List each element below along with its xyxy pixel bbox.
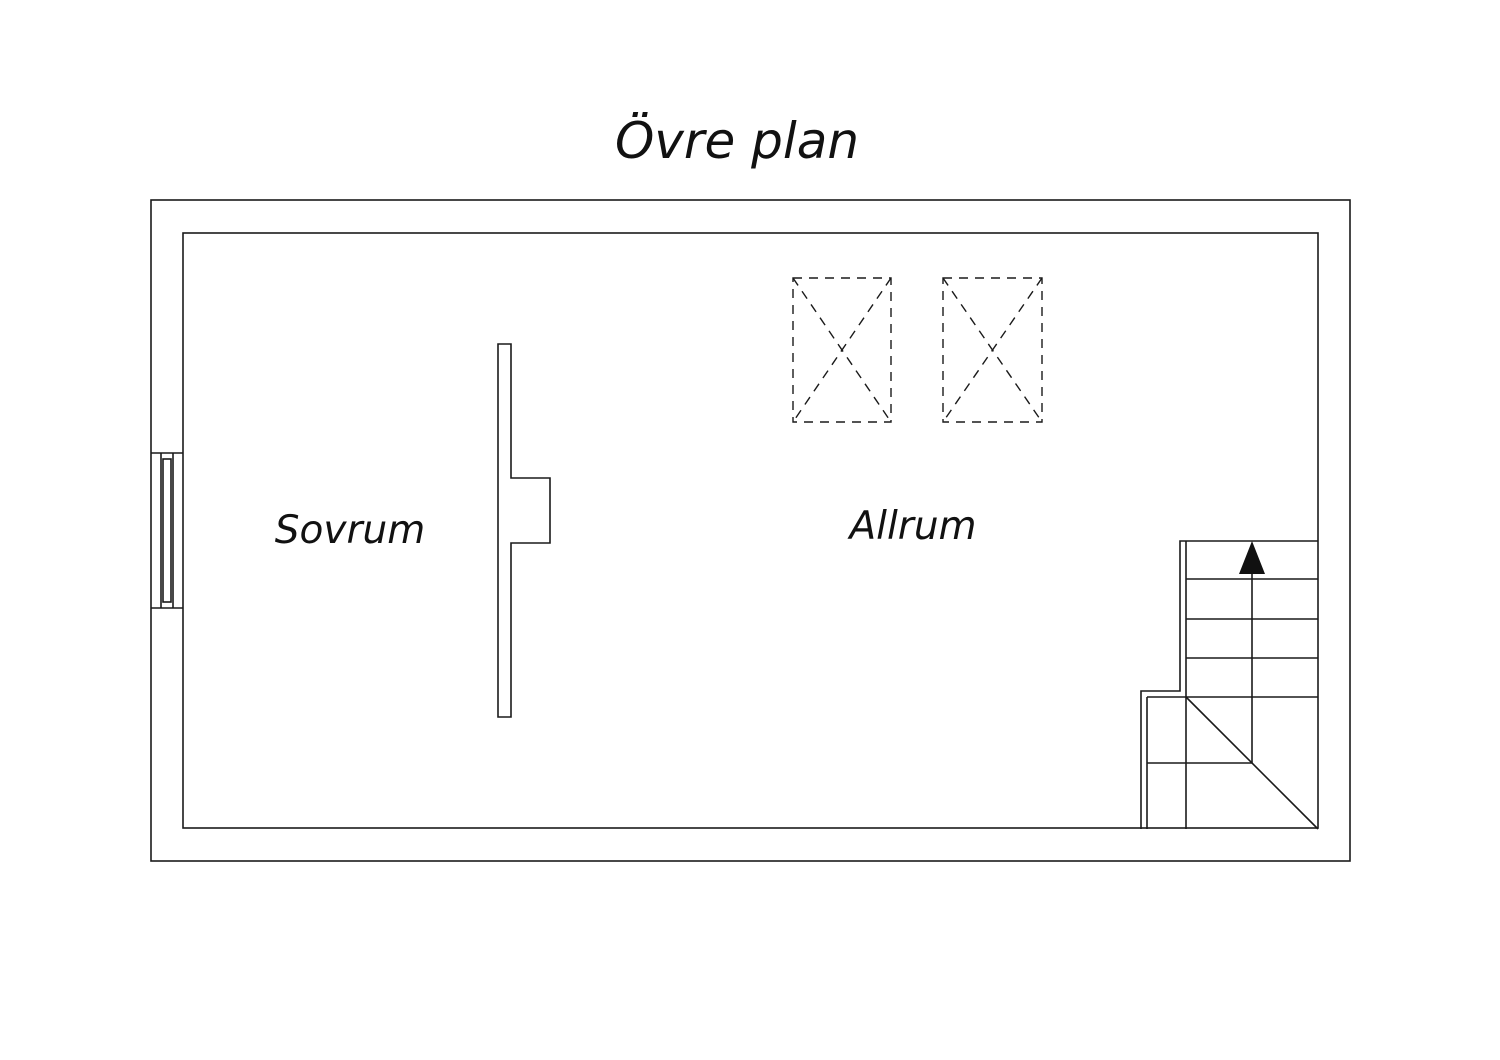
walls [150,199,1351,862]
skylight-icon [942,277,1043,423]
chimney-wall-icon [497,343,551,718]
window-icon [151,452,183,609]
staircase-icon [1140,540,1319,830]
room-label-sovrum: Sovrum [275,508,425,553]
inner-wall [182,232,1319,829]
skylight-icon [792,277,892,423]
plan-title: Övre plan [615,112,859,170]
outer-wall [150,199,1351,862]
arrow-up-icon [1239,541,1265,574]
room-label-allrum: Allrum [846,504,976,549]
